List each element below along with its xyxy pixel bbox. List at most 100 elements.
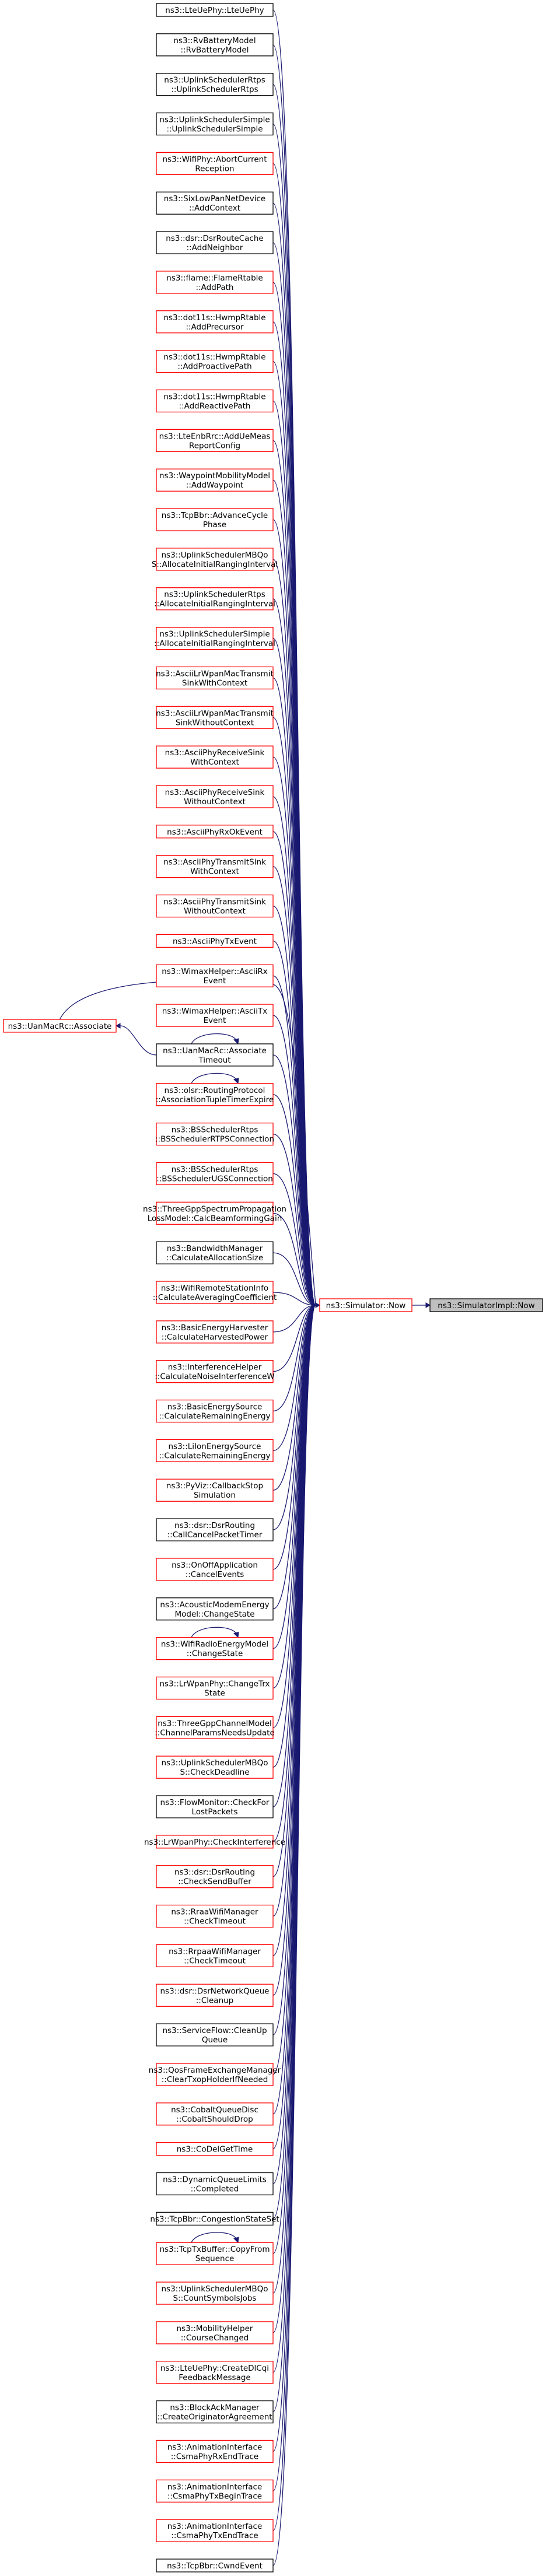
node-uplink-scheduler-simple-allocate-initial-ranging-interval[interactable]: ns3::UplinkSchedulerSimple::AllocateInit… <box>154 626 275 650</box>
node-label-line: Event <box>204 976 226 986</box>
edge-lr-wpan-phy-change-trx-state-to-hub <box>272 1305 316 1689</box>
node-rrpaa-wifi-manager-check-timeout[interactable]: ns3::RrpaaWifiManager::CheckTimeout <box>156 1944 274 1968</box>
node-label-line: ::RvBatteryModel <box>181 45 249 55</box>
node-label-line: ns3::AsciiPhyRxOkEvent <box>167 828 263 837</box>
node-label-line: S::CheckDeadline <box>180 1768 249 1777</box>
node-wifi-remote-station-info-calculate-averaging-coefficient[interactable]: ns3::WifiRemoteStationInfo::CalculateAve… <box>153 1281 277 1304</box>
node-box <box>156 2142 274 2156</box>
node-label-line: ::UplinkSchedulerSimple <box>166 125 263 134</box>
node-dot11s-hwmp-rtable-add-proactive-path[interactable]: ns3::dot11s::HwmpRtable::AddProactivePat… <box>156 349 274 373</box>
node-box <box>156 1162 274 1186</box>
node-simulator-impl-now[interactable]: ns3::SimulatorImpl::Now <box>429 1298 543 1312</box>
node-dsr-dsr-route-cache-add-neighbor[interactable]: ns3::dsr::DsrRouteCache::AddNeighbor <box>156 231 274 254</box>
node-li-ion-energy-source-calculate-remaining-energy[interactable]: ns3::LiIonEnergySource::CalculateRemaini… <box>156 1439 274 1463</box>
node-label-line: ns3::TcpTxBuffer::CopyFrom <box>160 2245 270 2254</box>
node-uplink-scheduler-mbqo-s-allocate-initial-ranging-interval[interactable]: ns3::UplinkSchedulerMBQoS::AllocateIniti… <box>152 548 278 571</box>
node-box <box>156 1865 274 1888</box>
node-ascii-lr-wpan-mac-transmit-sink-with-context[interactable]: ns3::AsciiLrWpanMacTransmitSinkWithConte… <box>156 666 274 690</box>
self-loop-wifi-radio-energy-model-change-state <box>191 1627 237 1638</box>
node-olsr-routing-protocol-association-tuple-timer-expire[interactable]: ns3::olsr::RoutingProtocol::AssociationT… <box>156 1083 274 1106</box>
node-bsscheduler-rtps-bsscheduler-ugsconnection[interactable]: ns3::BSSchedulerRtps::BSSchedulerUGSConn… <box>156 1162 274 1186</box>
node-ascii-phy-tx-event[interactable]: ns3::AsciiPhyTxEvent <box>156 934 274 948</box>
node-uplink-scheduler-mbqo-s-count-symbols-jobs[interactable]: ns3::UplinkSchedulerMBQoS::CountSymbolsJ… <box>156 2281 274 2305</box>
node-tcp-bbr-cwnd-event[interactable]: ns3::TcpBbr::CwndEvent <box>156 2559 274 2573</box>
node-label-line: ns3::UplinkSchedulerSimple <box>159 630 270 639</box>
node-six-low-pan-net-device-add-context[interactable]: ns3::SixLowPanNetDevice::AddContext <box>156 191 274 215</box>
node-co-del-get-time[interactable]: ns3::CoDelGetTime <box>156 2142 274 2156</box>
node-ascii-lr-wpan-mac-transmit-sink-without-context[interactable]: ns3::AsciiLrWpanMacTransmitSinkWithoutCo… <box>156 706 274 729</box>
node-animation-interface-csma-phy-rx-end-trace[interactable]: ns3::AnimationInterface::CsmaPhyRxEndTra… <box>156 2440 274 2463</box>
hub-arrowhead <box>315 1302 321 1308</box>
node-ascii-phy-rx-ok-event[interactable]: ns3::AsciiPhyRxOkEvent <box>156 825 274 839</box>
node-mobility-helper-course-changed[interactable]: ns3::MobilityHelper::CourseChanged <box>156 2321 274 2344</box>
node-bsscheduler-rtps-bsscheduler-rtpsconnection[interactable]: ns3::BSSchedulerRtps::BSSchedulerRTPSCon… <box>155 1122 274 1146</box>
node-label-line: WithContext <box>190 758 239 767</box>
node-uplink-scheduler-simple-uplink-scheduler-simple[interactable]: ns3::UplinkSchedulerSimple::UplinkSchedu… <box>156 112 274 136</box>
node-interference-helper-calculate-noise-interference-w[interactable]: ns3::InterferenceHelper::CalculateNoiseI… <box>155 1360 275 1383</box>
node-three-gpp-channel-model-channel-params-needs-update[interactable]: ns3::ThreeGppChannelModel::ChannelParams… <box>155 1716 275 1739</box>
edge-bsscheduler-rtps-bsscheduler-ugsconnection-to-hub <box>272 1173 316 1306</box>
node-on-off-application-cancel-events[interactable]: ns3::OnOffApplication::CancelEvents <box>156 1558 274 1581</box>
node-bandwidth-manager-calculate-allocation-size[interactable]: ns3::BandwidthManager::CalculateAllocati… <box>156 1241 274 1264</box>
node-basic-energy-harvester-calculate-harvested-power[interactable]: ns3::BasicEnergyHarvester::CalculateHarv… <box>156 1320 274 1344</box>
node-wifi-radio-energy-model-change-state[interactable]: ns3::WifiRadioEnergyModel::ChangeState <box>156 1636 274 1660</box>
edge-bandwidth-manager-calculate-allocation-size-to-hub <box>272 1252 316 1306</box>
node-basic-energy-source-calculate-remaining-energy[interactable]: ns3::BasicEnergySource::CalculateRemaini… <box>156 1399 274 1423</box>
node-simulator-now[interactable]: ns3::Simulator::Now <box>319 1298 412 1312</box>
node-label-line: ns3::dsr::DsrRouting <box>174 1868 255 1877</box>
node-label-line: ::CobaltShouldDrop <box>176 2115 253 2124</box>
node-box <box>156 964 274 987</box>
node-flame-flame-rtable-add-path[interactable]: ns3::flame::FlameRtable::AddPath <box>156 271 274 294</box>
node-three-gpp-spectrum-propagation-loss-model-calc-beamforming-gain[interactable]: ns3::ThreeGppSpectrumPropagationLossMode… <box>143 1201 286 1225</box>
node-label-line: ::CalculateHarvestedPower <box>162 1333 268 1342</box>
node-dsr-dsr-routing-call-cancel-packet-timer[interactable]: ns3::dsr::DsrRouting::CallCancelPacketTi… <box>156 1518 274 1541</box>
node-label-line: ::Cleanup <box>196 1996 234 2005</box>
node-lr-wpan-phy-check-interference[interactable]: ns3::LrWpanPhy::CheckInterference <box>144 1835 285 1849</box>
node-block-ack-manager-create-originator-agreement[interactable]: ns3::BlockAckManager::CreateOriginatorAg… <box>156 2400 274 2424</box>
edge-associate-timeout-to-associate <box>120 1025 157 1056</box>
node-dot11s-hwmp-rtable-add-reactive-path[interactable]: ns3::dot11s::HwmpRtable::AddReactivePath <box>156 389 274 413</box>
node-label-line: ns3::BasicEnergyHarvester <box>162 1323 268 1333</box>
node-lte-ue-phy-lte-ue-phy[interactable]: ns3::LteUePhy::LteUePhy <box>156 3 274 17</box>
node-acoustic-modem-energy-model-change-state[interactable]: ns3::AcousticModemEnergyModel::ChangeSta… <box>156 1597 274 1621</box>
node-label-line: ns3::AsciiPhyTransmitSink <box>163 898 266 907</box>
node-rraa-wifi-manager-check-timeout[interactable]: ns3::RraaWifiManager::CheckTimeout <box>156 1904 274 1928</box>
node-tcp-bbr-congestion-state-set[interactable]: ns3::TcpBbr::CongestionStateSet <box>150 2211 279 2226</box>
node-qos-frame-exchange-manager-clear-txop-holder-if-needed[interactable]: ns3::QosFrameExchangeManager::ClearTxopH… <box>149 2063 281 2086</box>
node-uplink-scheduler-rtps-allocate-initial-ranging-interval[interactable]: ns3::UplinkSchedulerRtps::AllocateInitia… <box>154 587 275 611</box>
node-dot11s-hwmp-rtable-add-precursor[interactable]: ns3::dot11s::HwmpRtable::AddPrecursor <box>156 310 274 334</box>
node-cobalt-queue-disc-cobalt-should-drop[interactable]: ns3::CobaltQueueDisc::CobaltShouldDrop <box>156 2102 274 2126</box>
node-dsr-dsr-network-queue-cleanup[interactable]: ns3::dsr::DsrNetworkQueue::Cleanup <box>156 1983 274 2007</box>
node-uplink-scheduler-rtps-uplink-scheduler-rtps[interactable]: ns3::UplinkSchedulerRtps::UplinkSchedule… <box>156 73 274 96</box>
node-dynamic-queue-limits-completed[interactable]: ns3::DynamicQueueLimits::Completed <box>156 2172 274 2196</box>
node-box <box>156 2440 274 2463</box>
node-label-line: ::ClearTxopHolderIfNeeded <box>162 2075 268 2084</box>
node-animation-interface-csma-phy-tx-end-trace[interactable]: ns3::AnimationInterface::CsmaPhyTxEndTra… <box>156 2519 274 2542</box>
node-dsr-dsr-routing-check-send-buffer[interactable]: ns3::dsr::DsrRouting::CheckSendBuffer <box>156 1865 274 1888</box>
node-box <box>156 1518 274 1541</box>
node-uan-mac-rc-associate[interactable]: ns3::UanMacRc::Associate <box>3 1019 117 1033</box>
node-box <box>156 1676 274 1700</box>
node-lte-ue-phy-create-dl-cqi-feedback-message[interactable]: ns3::LteUePhy::CreateDlCqiFeedbackMessag… <box>156 2361 274 2384</box>
node-box <box>156 825 274 839</box>
node-rv-battery-model-rv-battery-model[interactable]: ns3::RvBatteryModel::RvBatteryModel <box>156 33 274 57</box>
node-animation-interface-csma-phy-tx-begin-trace[interactable]: ns3::AnimationInterface::CsmaPhyTxBeginT… <box>156 2479 274 2503</box>
node-waypoint-mobility-model-add-waypoint[interactable]: ns3::WaypointMobilityModel::AddWaypoint <box>156 468 274 492</box>
edge-on-off-application-cancel-events-to-hub <box>272 1305 316 1570</box>
